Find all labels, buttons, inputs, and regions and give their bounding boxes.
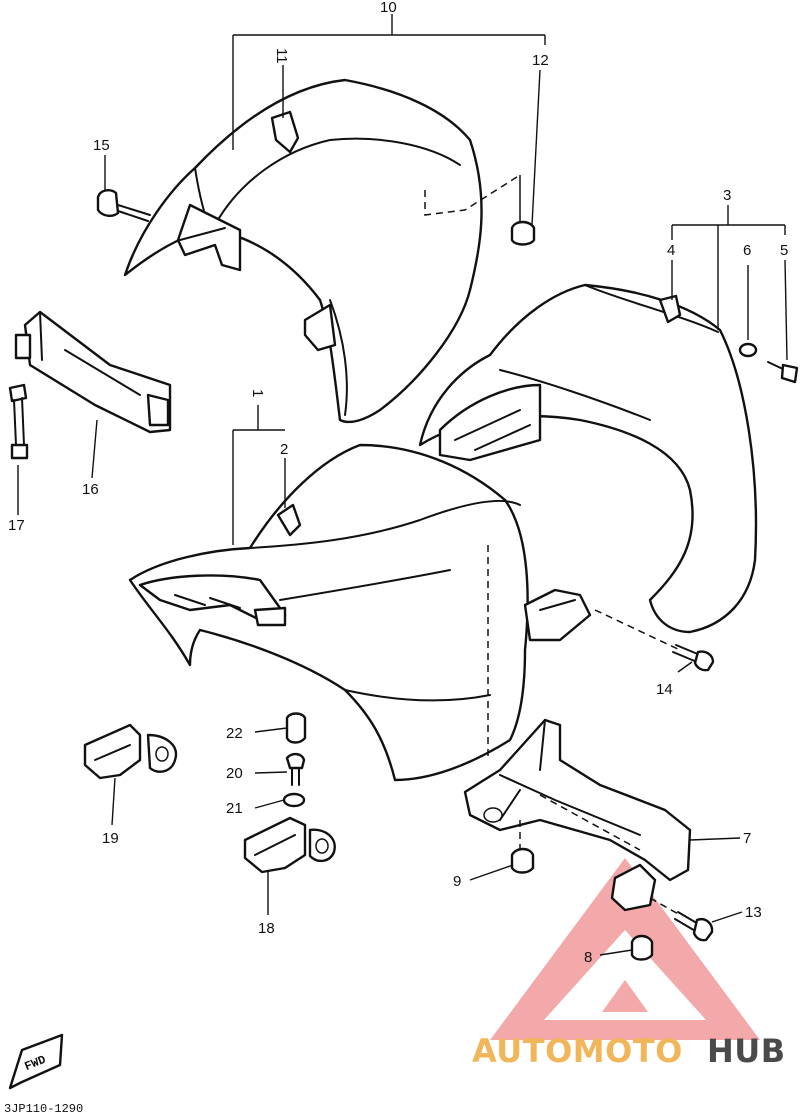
seat-lock-bracket-part-7	[463, 718, 692, 912]
rear-seat-part-10	[123, 78, 521, 424]
seat-cover-part-3	[418, 283, 758, 634]
grommet-part-8	[630, 934, 654, 961]
drawing-code: 3JP110-1290	[4, 1102, 83, 1115]
watermark-triangle-logo	[490, 858, 760, 1040]
watermark-text-right: HUB	[707, 1032, 786, 1070]
screw-part-5	[767, 361, 799, 384]
storage-case-part-16	[14, 310, 172, 434]
watermark-text-left: AUTOMOTO	[472, 1032, 683, 1070]
bolt-part-20	[285, 752, 306, 786]
group-bracket-1	[232, 405, 285, 545]
callout-21: 21	[226, 800, 243, 817]
grommet-part-12	[510, 220, 536, 246]
callout-16: 16	[82, 481, 99, 498]
hinge-part-18	[243, 816, 336, 874]
callout-20: 20	[226, 765, 243, 782]
callout-4: 4	[667, 242, 675, 259]
callout-17: 17	[8, 517, 25, 534]
callout-7: 7	[743, 830, 751, 847]
callout-14: 14	[656, 681, 673, 698]
callout-10: 10	[380, 0, 397, 16]
grommet-part-9	[510, 847, 535, 874]
callout-15: 15	[93, 137, 110, 154]
callout-2: 2	[280, 441, 288, 458]
front-seat-part-1	[128, 443, 592, 782]
callout-3: 3	[723, 187, 731, 204]
watermark-text: AUTOMOTO HUB	[472, 1032, 786, 1070]
callout-11: 11	[273, 48, 290, 64]
bolt-part-15	[96, 189, 151, 222]
callout-9: 9	[453, 873, 461, 890]
callout-18: 18	[258, 920, 275, 937]
callout-13: 13	[745, 904, 762, 921]
group-bracket-3	[671, 205, 786, 330]
callout-labels: 10 11 12 15 3 4 6 5 1 2 16 17 14 22 20 2…	[8, 0, 788, 966]
bolt-part-13	[649, 897, 714, 942]
leader-lines	[17, 65, 788, 956]
callout-19: 19	[102, 830, 119, 847]
callout-6: 6	[743, 242, 751, 259]
callout-22: 22	[226, 725, 243, 742]
callout-1: 1	[249, 389, 266, 397]
callout-5: 5	[780, 242, 788, 259]
cap-part-22	[285, 712, 307, 744]
group-bracket-10	[232, 14, 546, 150]
washer-part-6	[738, 342, 758, 358]
bolt-part-14	[594, 609, 715, 672]
fwd-direction-marker: FWD	[8, 1033, 64, 1090]
callout-8: 8	[584, 949, 592, 966]
nut-part-21	[282, 792, 306, 808]
callout-12: 12	[532, 52, 549, 69]
hinge-part-19	[83, 723, 178, 780]
strap-part-17	[8, 383, 29, 460]
